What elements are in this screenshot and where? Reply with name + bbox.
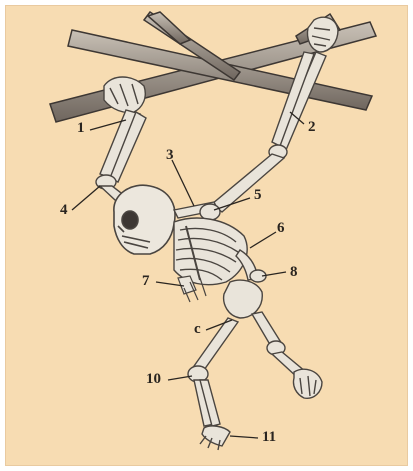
label-4: 4 — [60, 203, 68, 218]
skull — [114, 185, 175, 254]
ribcage — [174, 218, 247, 285]
label-8: 8 — [290, 265, 298, 280]
left-leg-bones — [188, 318, 238, 450]
label-1: 1 — [77, 121, 85, 136]
label-7: 7 — [142, 274, 150, 289]
label-10: 10 — [146, 372, 161, 387]
label-6: 6 — [277, 221, 285, 236]
shoulder-girdle — [174, 202, 220, 220]
label-9: c — [194, 322, 201, 337]
right-leg-bones — [252, 312, 322, 398]
label-5: 5 — [254, 188, 262, 203]
label-11: 11 — [262, 430, 276, 445]
label-3: 3 — [166, 148, 174, 163]
label-2: 2 — [308, 120, 316, 135]
